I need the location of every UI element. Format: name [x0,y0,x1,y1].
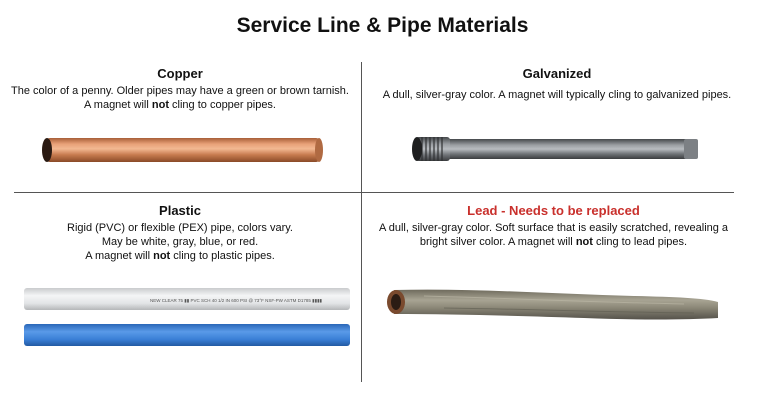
page-title: Service Line & Pipe Materials [236,14,529,37]
plastic-magnet-note: A magnet will not cling to plastic pipes… [85,250,275,262]
plastic-heading: Plastic [159,203,201,218]
plastic-description-line2: May be white, gray, blue, or red. [101,236,259,248]
galvanized-section: Galvanized A dull, silver-gray color. A … [372,66,742,102]
copper-heading: Copper [157,66,203,81]
pex-pipe-image [22,322,352,348]
horizontal-divider [14,192,734,193]
lead-section: Lead - Needs to be replaced A dull, silv… [366,203,741,249]
lead-not-emphasis: not [575,236,593,248]
lead-pipe-image [384,284,724,326]
galvanized-description: A dull, silver-gray color. A magnet will… [382,89,732,101]
pvc-pipe-image: NEW CLEAR 75 ▮▮ PVC SCH 40 1/2 IN 600 PS… [22,286,352,312]
lead-heading: Lead - Needs to be replaced [467,203,640,218]
galvanized-pipe-image [410,134,702,166]
copper-section: Copper The color of a penny. Older pipes… [10,66,350,112]
vertical-divider [361,62,362,382]
lead-magnet-note: bright silver color. A magnet will not c… [419,236,688,248]
copper-pipe-image [40,136,326,164]
copper-magnet-note: A magnet will not cling to copper pipes. [84,99,276,111]
copper-not-emphasis: not [151,99,169,111]
plastic-description-line1: Rigid (PVC) or flexible (PEX) pipe, colo… [67,222,293,234]
plastic-not-emphasis: not [153,250,171,262]
pvc-pipe-print: NEW CLEAR 75 ▮▮ PVC SCH 40 1/2 IN 600 PS… [150,298,323,303]
plastic-section: Plastic Rigid (PVC) or flexible (PEX) pi… [10,203,350,263]
lead-description-line1: A dull, silver-gray color. Soft surface … [378,222,729,234]
galvanized-heading: Galvanized [522,66,592,81]
copper-description-line1: The color of a penny. Older pipes may ha… [11,85,349,97]
